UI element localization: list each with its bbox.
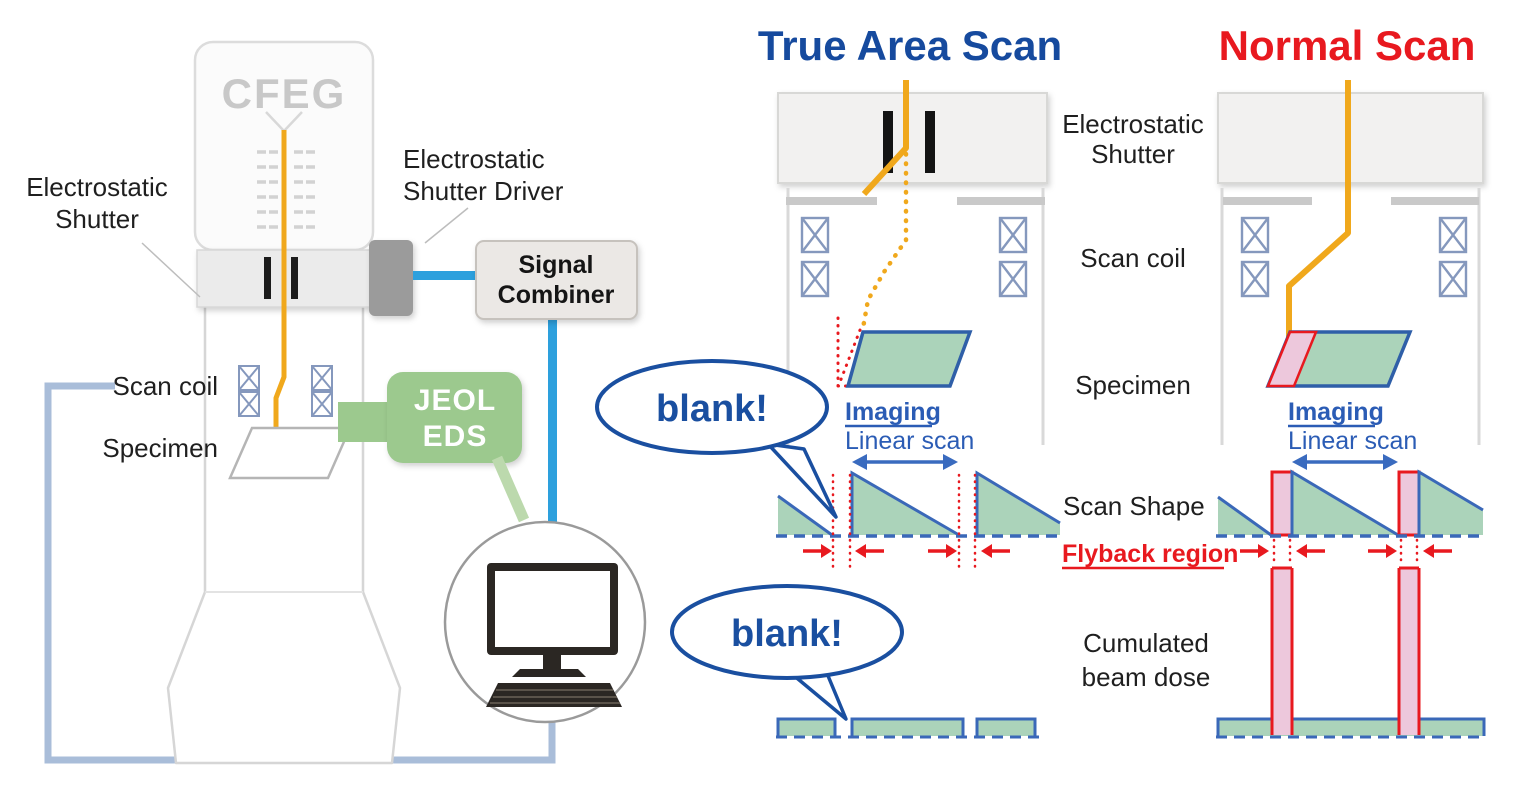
true-dose-bars bbox=[776, 717, 1040, 739]
row-label-flyback-region: Flyback region bbox=[1062, 540, 1238, 568]
specimen-holder bbox=[228, 426, 352, 480]
scan-coil-icons bbox=[1240, 216, 1468, 298]
normal-scan-title: Normal Scan bbox=[1219, 22, 1476, 69]
signal-combiner-label-line1: Signal bbox=[518, 251, 593, 279]
shutter-blade-icon bbox=[925, 111, 935, 173]
aperture-plate bbox=[957, 197, 1045, 205]
electron-beam-blanked bbox=[861, 80, 909, 197]
driver-label-line1: Electrostatic bbox=[403, 144, 545, 174]
row-label-shutter-line1: Electrostatic bbox=[1062, 109, 1204, 139]
signal-combiner-box: Signal Combiner bbox=[475, 240, 638, 320]
driver-label-line2: Shutter Driver bbox=[403, 176, 564, 206]
linear-scan-arrow bbox=[852, 454, 958, 470]
shutter-blade-icon bbox=[883, 111, 893, 173]
true-area-scan-panel: True Area Scan Imaging Linear scan bbox=[758, 22, 1062, 739]
scan-coil-icons bbox=[800, 216, 1028, 298]
normal-dose-strip bbox=[1216, 717, 1486, 739]
dose-spike bbox=[1270, 566, 1421, 735]
true-specimen bbox=[845, 330, 973, 388]
comparison-row-labels: Electrostatic Shutter Scan coil Specimen… bbox=[1062, 109, 1238, 692]
row-label-shutter-line2: Shutter bbox=[1091, 139, 1175, 169]
combiner-computer-cable bbox=[548, 319, 557, 522]
aperture-plate bbox=[1391, 197, 1479, 205]
flyback-arrows bbox=[1240, 544, 1452, 558]
electron-beam bbox=[1286, 80, 1351, 365]
true-shutter-box bbox=[777, 92, 1048, 184]
aperture-plate bbox=[1223, 197, 1312, 205]
specimen-flyback-strip bbox=[1266, 330, 1318, 388]
eds-snout bbox=[338, 402, 392, 442]
driver-pointer-line bbox=[424, 207, 469, 244]
true-imaging-label: Imaging bbox=[845, 398, 941, 426]
row-label-scan-shape: Scan Shape bbox=[1063, 491, 1205, 521]
row-label-scan-coil: Scan coil bbox=[1080, 243, 1186, 273]
normal-scan-panel: Normal Scan Imaging Linear scan bbox=[1216, 22, 1486, 739]
blank-callout-lower: blank! bbox=[670, 584, 904, 721]
shutter-blade-icon bbox=[291, 257, 298, 299]
accelerator-stack-icon bbox=[257, 150, 315, 229]
aperture-plate bbox=[786, 197, 877, 205]
scan-coil-label: Scan coil bbox=[113, 371, 219, 401]
row-label-specimen: Specimen bbox=[1075, 370, 1191, 400]
linear-scan-arrow bbox=[1292, 454, 1398, 470]
eds-label-line1: JEOL bbox=[414, 384, 496, 417]
shutter-blade-icon bbox=[264, 257, 271, 299]
scan-feedback-cable bbox=[44, 382, 556, 764]
shutter-driver-box bbox=[369, 240, 413, 316]
true-linear-scan-label: Linear scan bbox=[845, 427, 974, 455]
specimen-label: Specimen bbox=[102, 433, 218, 463]
flyback-arrows bbox=[803, 544, 1010, 558]
eds-label-line2: EDS bbox=[423, 420, 488, 453]
blank-callout-upper-text: blank! bbox=[656, 388, 768, 430]
blank-callout-upper: blank! bbox=[595, 359, 838, 519]
computer-icon bbox=[443, 520, 647, 724]
eds-computer-cable bbox=[491, 455, 530, 523]
electron-beam-dotted-path bbox=[860, 151, 909, 331]
blank-callout-lower-text: blank! bbox=[731, 613, 843, 655]
true-scan-shape bbox=[776, 470, 1062, 570]
driver-combiner-cable bbox=[413, 271, 476, 280]
normal-linear-scan-label: Linear scan bbox=[1288, 427, 1417, 455]
microscope-column: CFEG Signal Combiner JEOL EDS bbox=[26, 40, 647, 765]
row-label-dose-line2: beam dose bbox=[1082, 662, 1211, 692]
shutter-label-line1: Electrostatic bbox=[26, 172, 168, 202]
signal-combiner-label-line2: Combiner bbox=[498, 281, 615, 309]
shutter-label-line2: Shutter bbox=[55, 204, 139, 234]
eds-box: JEOL EDS bbox=[387, 372, 522, 463]
flyback-dotted-path bbox=[836, 316, 862, 388]
normal-scan-shape bbox=[1216, 469, 1485, 568]
shutter-pointer-line bbox=[141, 242, 201, 298]
row-label-dose-line1: Cumulated bbox=[1083, 628, 1209, 658]
true-area-scan-title: True Area Scan bbox=[758, 22, 1062, 69]
cfeg-label: CFEG bbox=[222, 70, 347, 117]
normal-imaging-label: Imaging bbox=[1288, 398, 1384, 426]
